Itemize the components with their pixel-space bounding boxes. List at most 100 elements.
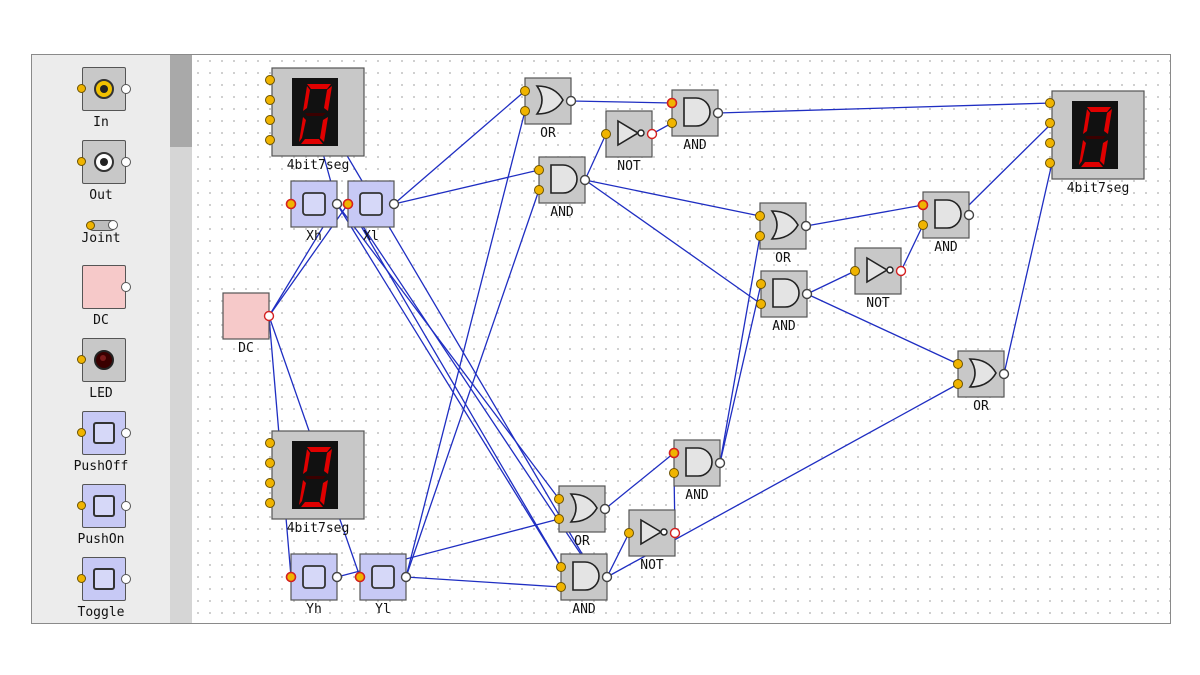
output-pin[interactable] — [669, 527, 681, 539]
output-pin[interactable] — [895, 265, 907, 277]
wire[interactable] — [1003, 162, 1053, 375]
input-pin[interactable] — [666, 97, 678, 109]
wire[interactable] — [336, 203, 560, 500]
or-gate[interactable] — [957, 350, 1005, 398]
or-gate[interactable] — [558, 485, 606, 533]
wire[interactable] — [584, 179, 761, 217]
wire[interactable] — [302, 80, 595, 575]
palette-item-dc[interactable]: DC — [32, 265, 170, 335]
and-gate[interactable] — [922, 191, 970, 239]
or-gate[interactable] — [524, 77, 572, 125]
wire[interactable] — [806, 270, 856, 295]
output-pin[interactable] — [400, 571, 412, 583]
wire[interactable] — [405, 110, 526, 578]
output-pin[interactable] — [714, 457, 726, 469]
switch-xl[interactable] — [347, 180, 395, 228]
seven-segment-display[interactable] — [1045, 90, 1145, 180]
palette-item-pushoff[interactable]: PushOff — [32, 411, 170, 481]
input-pin[interactable] — [917, 199, 929, 211]
output-pin[interactable] — [963, 209, 975, 221]
switch-xh[interactable] — [290, 180, 338, 228]
input-pin[interactable] — [556, 562, 566, 572]
palette-item-toggle[interactable]: Toggle — [32, 557, 170, 623]
input-pin[interactable] — [918, 220, 928, 230]
input-pin[interactable] — [534, 185, 544, 195]
output-pin[interactable] — [579, 174, 591, 186]
input-pin[interactable] — [520, 86, 530, 96]
input-pin[interactable] — [554, 494, 564, 504]
palette-item-out[interactable]: Out — [32, 140, 170, 210]
output-pin[interactable] — [263, 310, 275, 322]
palette-scrollbar[interactable] — [170, 55, 192, 623]
input-pin[interactable] — [669, 468, 679, 478]
not-gate[interactable] — [854, 247, 902, 295]
wire[interactable] — [584, 133, 607, 181]
wire[interactable] — [584, 179, 762, 305]
seven-segment-display[interactable] — [265, 430, 365, 520]
wire[interactable] — [393, 90, 526, 205]
wire[interactable] — [900, 224, 924, 272]
or-gate[interactable] — [759, 202, 807, 250]
not-gate[interactable] — [605, 110, 653, 158]
wire[interactable] — [604, 452, 675, 510]
input-pin[interactable] — [342, 198, 354, 210]
input-pin[interactable] — [668, 447, 680, 459]
gate-label: AND — [685, 488, 709, 503]
output-pin[interactable] — [801, 288, 813, 300]
wire[interactable] — [405, 576, 562, 588]
input-pin[interactable] — [285, 571, 297, 583]
input-pin[interactable] — [520, 106, 530, 116]
wire[interactable] — [606, 532, 630, 578]
input-pin[interactable] — [285, 198, 297, 210]
input-pin[interactable] — [755, 211, 765, 221]
and-gate[interactable] — [760, 270, 808, 318]
wire[interactable] — [717, 102, 1053, 114]
palette-item-joint[interactable]: Joint — [32, 213, 170, 253]
output-pin[interactable] — [388, 198, 400, 210]
input-pin[interactable] — [850, 266, 860, 276]
palette-item-led[interactable]: LED — [32, 338, 170, 408]
wire[interactable] — [806, 293, 959, 365]
input-pin[interactable] — [755, 231, 765, 241]
wire[interactable] — [968, 122, 1053, 206]
output-pin[interactable] — [331, 571, 343, 583]
input-pin[interactable] — [601, 129, 611, 139]
switch-yh[interactable] — [290, 553, 338, 601]
and-gate[interactable] — [538, 156, 586, 204]
output-pin[interactable] — [800, 220, 812, 232]
output-pin[interactable] — [646, 128, 658, 140]
input-pin[interactable] — [953, 379, 963, 389]
output-pin[interactable] — [331, 198, 343, 210]
input-pin[interactable] — [756, 299, 766, 309]
wire[interactable] — [805, 204, 924, 227]
palette-item-in[interactable]: In — [32, 67, 170, 137]
not-gate[interactable] — [628, 509, 676, 557]
seven-segment-display[interactable] — [265, 67, 365, 157]
output-pin[interactable] — [565, 95, 577, 107]
wire[interactable] — [719, 235, 761, 464]
and-gate[interactable] — [671, 89, 719, 137]
input-pin[interactable] — [354, 571, 366, 583]
switch-yl[interactable] — [359, 553, 407, 601]
output-pin[interactable] — [601, 571, 613, 583]
wire[interactable] — [405, 189, 540, 578]
output-pin[interactable] — [712, 107, 724, 119]
scrollbar-thumb[interactable] — [170, 55, 192, 147]
and-gate[interactable] — [673, 439, 721, 487]
wire[interactable] — [393, 169, 540, 205]
input-pin[interactable] — [667, 118, 677, 128]
output-pin[interactable] — [599, 503, 611, 515]
palette-item-pushon[interactable]: PushOn — [32, 484, 170, 554]
and-gate[interactable] — [560, 553, 608, 601]
output-pin[interactable] — [998, 368, 1010, 380]
input-pin[interactable] — [953, 359, 963, 369]
input-pin[interactable] — [624, 528, 634, 538]
input-pin[interactable] — [534, 165, 544, 175]
input-pin[interactable] — [554, 514, 564, 524]
wire[interactable] — [336, 203, 562, 568]
input-pin[interactable] — [556, 582, 566, 592]
input-pin[interactable] — [756, 279, 766, 289]
wire[interactable] — [570, 100, 673, 104]
wire[interactable] — [719, 283, 762, 464]
